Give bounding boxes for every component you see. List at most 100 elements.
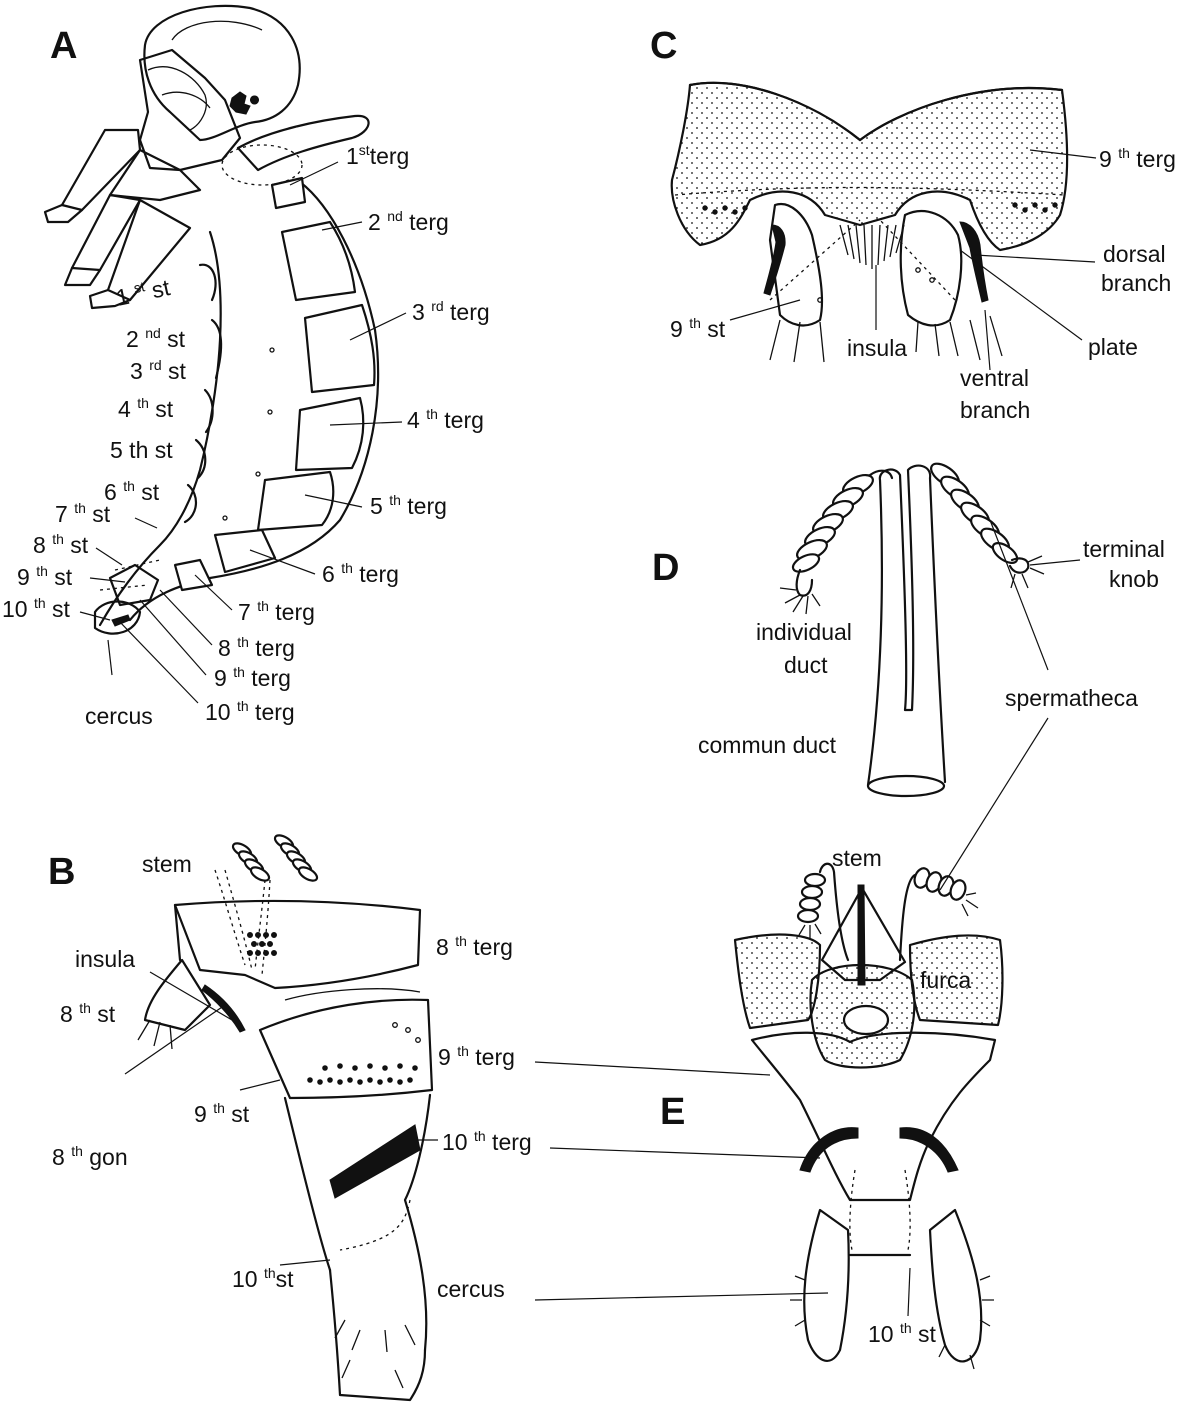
cercus-b-shape bbox=[328, 1268, 427, 1402]
leg-segment bbox=[70, 193, 142, 272]
panel-e-leaders bbox=[534, 717, 1049, 1317]
panel-e-labels: stem furca 10 th st bbox=[832, 845, 971, 1347]
spermatheca-d-right bbox=[930, 462, 1019, 564]
label-a-terg-8: 8 th terg bbox=[218, 634, 295, 661]
setae-dots bbox=[247, 932, 421, 1085]
label-d-terminal-2: knob bbox=[1109, 566, 1159, 592]
insula-tuft bbox=[839, 224, 905, 269]
leg-segment bbox=[60, 128, 142, 212]
panel-a-leaders bbox=[79, 161, 407, 704]
tergite-10-bar bbox=[329, 1124, 421, 1199]
panel-letter-e: E bbox=[660, 1091, 685, 1133]
label-a-st-7: 7 th st bbox=[55, 500, 111, 527]
abdomen-ventral-edge bbox=[98, 230, 222, 627]
label-b-st-10: 10 thst bbox=[232, 1265, 294, 1292]
panel-letter-c: C bbox=[650, 25, 677, 67]
label-a-st-4: 4 th st bbox=[118, 395, 174, 422]
label-a-st-2: 2 nd st bbox=[126, 325, 186, 352]
label-b-cercus: cercus bbox=[437, 1276, 505, 1302]
panel-e-drawing bbox=[733, 862, 1004, 1370]
plate-left bbox=[768, 202, 824, 327]
tergite-plate bbox=[270, 176, 307, 210]
label-a-cercus: cercus bbox=[85, 703, 153, 729]
plate-right bbox=[899, 210, 963, 327]
label-e-st-10: 10 th st bbox=[868, 1320, 937, 1347]
label-c-terg-9: 9 th terg bbox=[1099, 145, 1176, 172]
label-e-furca: furca bbox=[920, 967, 971, 993]
panel-c-leaders bbox=[729, 149, 1097, 371]
tergite-9-e-left bbox=[733, 933, 822, 1030]
label-c-ventral: ventral bbox=[960, 365, 1029, 391]
label-d-spermatheca: spermatheca bbox=[1005, 685, 1138, 711]
tergite-plate bbox=[213, 528, 277, 574]
gonapophysis-8 bbox=[201, 984, 246, 1033]
label-b-terg-10: 10 th terg bbox=[442, 1128, 532, 1155]
label-a-st-5: 5 th st bbox=[110, 437, 173, 463]
tergite-8-shape bbox=[173, 899, 422, 990]
label-a-terg-7: 7 th terg bbox=[238, 598, 315, 625]
spermatheca-coil bbox=[273, 834, 319, 882]
panel-a-drawing bbox=[43, 4, 380, 635]
label-b-insula: insula bbox=[75, 946, 135, 972]
tergite-plate bbox=[294, 396, 365, 472]
label-c-dorsal-2: branch bbox=[1101, 270, 1171, 296]
spermatheca-d-left bbox=[791, 473, 874, 573]
label-c-plate: plate bbox=[1088, 334, 1138, 360]
segment-10-e bbox=[750, 1031, 997, 1202]
label-a-terg-4: 4 th terg bbox=[407, 406, 484, 433]
cercus-e-left bbox=[803, 1208, 850, 1362]
setae-dots-c bbox=[702, 202, 1058, 303]
duct-opening bbox=[866, 774, 946, 798]
label-d-terminal: terminal bbox=[1083, 536, 1165, 562]
label-a-terg-10: 10 th terg bbox=[205, 698, 295, 725]
label-b-terg-8: 8 th terg bbox=[436, 933, 513, 960]
panel-a-tergite-labels: 1stterg 2 nd terg 3 rd terg 4 th terg 5 … bbox=[205, 142, 490, 725]
spermatheca-coil bbox=[231, 842, 271, 882]
label-e-stem: stem bbox=[832, 845, 882, 871]
label-a-terg-2: 2 nd terg bbox=[368, 208, 449, 235]
label-a-st-9: 9 th st bbox=[17, 563, 73, 590]
eye-spot bbox=[229, 91, 251, 115]
central-opening bbox=[842, 1004, 890, 1036]
sternite-8-shape bbox=[143, 958, 212, 1032]
label-a-st-6: 6 th st bbox=[104, 478, 160, 505]
label-a-st-3: 3 rd st bbox=[130, 357, 187, 384]
label-b-gon-8: 8 th gon bbox=[52, 1143, 128, 1170]
panel-letter-b: B bbox=[48, 851, 75, 893]
cercus-e-right bbox=[928, 1208, 983, 1363]
commun-duct-shape bbox=[866, 464, 947, 787]
label-a-terg-3: 3 rd terg bbox=[412, 298, 490, 325]
cercus-shape bbox=[93, 600, 142, 635]
label-a-terg-5: 5 th terg bbox=[370, 492, 447, 519]
cervical-lobe bbox=[236, 114, 370, 172]
label-a-st-1: 1 st st bbox=[113, 273, 172, 311]
panel-d-leaders bbox=[989, 519, 1081, 671]
panel-c-labels: 9 th terg dorsal branch plate 9 th st in… bbox=[670, 145, 1176, 423]
spermatheca-e-right bbox=[913, 867, 967, 901]
label-a-terg-6: 6 th terg bbox=[322, 560, 399, 587]
tergite-10-e-left bbox=[799, 1127, 859, 1173]
panel-b-drawing bbox=[137, 834, 434, 1402]
thorax bbox=[138, 48, 242, 172]
label-b-stem: stem bbox=[142, 851, 192, 877]
tergite-plate bbox=[280, 220, 357, 302]
head-capsule bbox=[143, 4, 301, 142]
panel-d-labels: individual duct terminal knob spermathec… bbox=[698, 536, 1165, 758]
label-c-ventral-2: branch bbox=[960, 397, 1030, 423]
tergite-9-c-shape bbox=[670, 81, 1069, 252]
panel-letter-a: A bbox=[50, 25, 77, 67]
label-b-st-8: 8 th st bbox=[60, 1000, 116, 1027]
label-c-st-9: 9 th st bbox=[670, 315, 726, 342]
panel-d-drawing bbox=[779, 462, 1045, 798]
tergite-plate bbox=[256, 470, 335, 532]
tergite-10-e-right bbox=[899, 1127, 959, 1173]
panel-c-drawing bbox=[670, 81, 1069, 363]
label-d-individual-2: duct bbox=[784, 652, 828, 678]
tergite-plate bbox=[303, 303, 376, 394]
panel-b-leaders bbox=[124, 971, 438, 1266]
label-c-dorsal: dorsal bbox=[1103, 241, 1166, 267]
label-a-terg-1: 1stterg bbox=[346, 142, 409, 169]
spermatheca-e-left bbox=[796, 872, 827, 924]
